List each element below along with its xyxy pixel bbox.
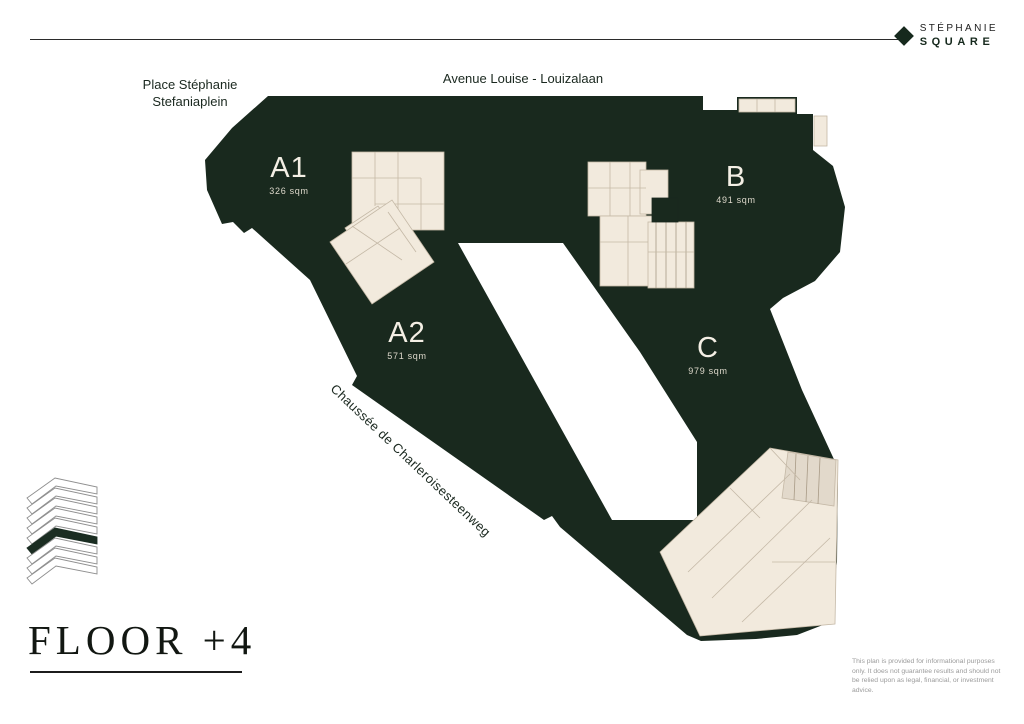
- floor-title: FLOOR +4: [28, 617, 257, 663]
- unit-c-floorplan-detail: [659, 447, 839, 637]
- unit-label-b: B 491 sqm: [716, 162, 755, 205]
- unit-c-area: 979 sqm: [688, 366, 728, 376]
- header-rule: [30, 39, 898, 40]
- unit-a1-name: A1: [270, 152, 308, 184]
- brand-logo: STÉPHANIE SQUARE: [893, 23, 998, 48]
- unit-label-a2: A2 571 sqm: [387, 318, 426, 361]
- unit-a1-area: 326 sqm: [269, 186, 309, 196]
- unit-b-floorplan-detail: [587, 161, 695, 289]
- unit-a1-floorplan-detail: [329, 151, 445, 305]
- unit-b-area: 491 sqm: [716, 195, 756, 205]
- unit-label-a1: A1 326 sqm: [269, 153, 308, 196]
- floor-stack-icon: [26, 477, 98, 585]
- street-place-line1: Place Stéphanie: [142, 77, 238, 92]
- facade-detail-top: [738, 98, 828, 147]
- unit-a2-name: A2: [388, 317, 426, 349]
- street-place-line2: Stefaniaplein: [152, 94, 228, 109]
- unit-label-c: C 979 sqm: [688, 333, 727, 376]
- disclaimer-text: This plan is provided for informational …: [852, 658, 1001, 694]
- street-label-avenue-louise: Avenue Louise - Louizalaan: [442, 71, 604, 86]
- street-label-place-stephanie: Place Stéphanie Stefaniaplein: [143, 76, 238, 110]
- floor-title-rule: [30, 671, 242, 673]
- brand-name-line1: STÉPHANIE: [919, 23, 998, 34]
- unit-b-name: B: [725, 161, 747, 193]
- unit-c-name: C: [697, 332, 719, 364]
- brand-name-line2: SQUARE: [919, 36, 995, 48]
- brand-wordmark: STÉPHANIE SQUARE: [920, 23, 998, 48]
- unit-a2-area: 571 sqm: [387, 351, 427, 361]
